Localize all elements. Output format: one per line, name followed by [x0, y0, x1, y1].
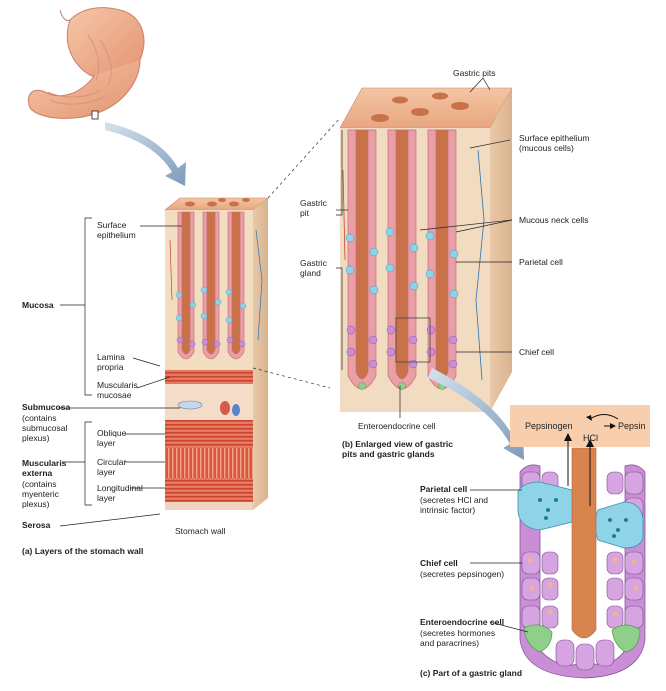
reaction-box — [510, 405, 650, 447]
label-enteroendocrine-cell-b: Enteroendocrine cell — [358, 421, 436, 431]
panel-b-block — [339, 87, 513, 412]
label-hcl: HCl — [583, 433, 598, 443]
label-chief-cell-c: Chief cell — [420, 558, 458, 568]
stomach-illustration — [27, 7, 145, 120]
projection-line-top — [267, 117, 341, 199]
zoom-arrow-a — [105, 122, 186, 186]
label-pepsinogen: Pepsinogen — [525, 421, 573, 431]
label-surface-epithelium-b: Surface epithelium(mucous cells) — [519, 133, 590, 153]
label-chief-cell-b: Chief cell — [519, 347, 554, 357]
label-enteroendocrine-cell-c: Enteroendocrine cell — [420, 617, 505, 627]
gland-detail-marker — [395, 317, 431, 363]
panel-c-gland — [510, 405, 650, 679]
label-serosa: Serosa — [22, 520, 51, 530]
label-pepsin: Pepsin — [618, 421, 646, 431]
label-mucous-neck-cells: Mucous neck cells — [519, 215, 589, 225]
projection-line-bottom — [252, 367, 331, 389]
label-stomach-wall: Stomach wall — [175, 526, 226, 536]
zoom-arrow-c — [428, 368, 524, 460]
label-parietal-cell-b: Parietal cell — [519, 257, 563, 267]
leader-lines — [58, 77, 529, 633]
panel-a-block — [164, 197, 269, 510]
label-submucosa: Submucosa — [22, 402, 71, 412]
caption-panel-c: (c) Part of a gastric gland — [420, 668, 523, 678]
label-mucosa: Mucosa — [22, 300, 54, 310]
sample-site-marker — [91, 110, 99, 120]
label-gastric-pits: Gastric pits — [453, 68, 496, 78]
label-parietal-cell-c: Parietal cell — [420, 484, 468, 494]
label-chief-note: (secretes pepsinogen) — [420, 569, 505, 579]
caption-panel-a: (a) Layers of the stomach wall — [22, 546, 144, 556]
